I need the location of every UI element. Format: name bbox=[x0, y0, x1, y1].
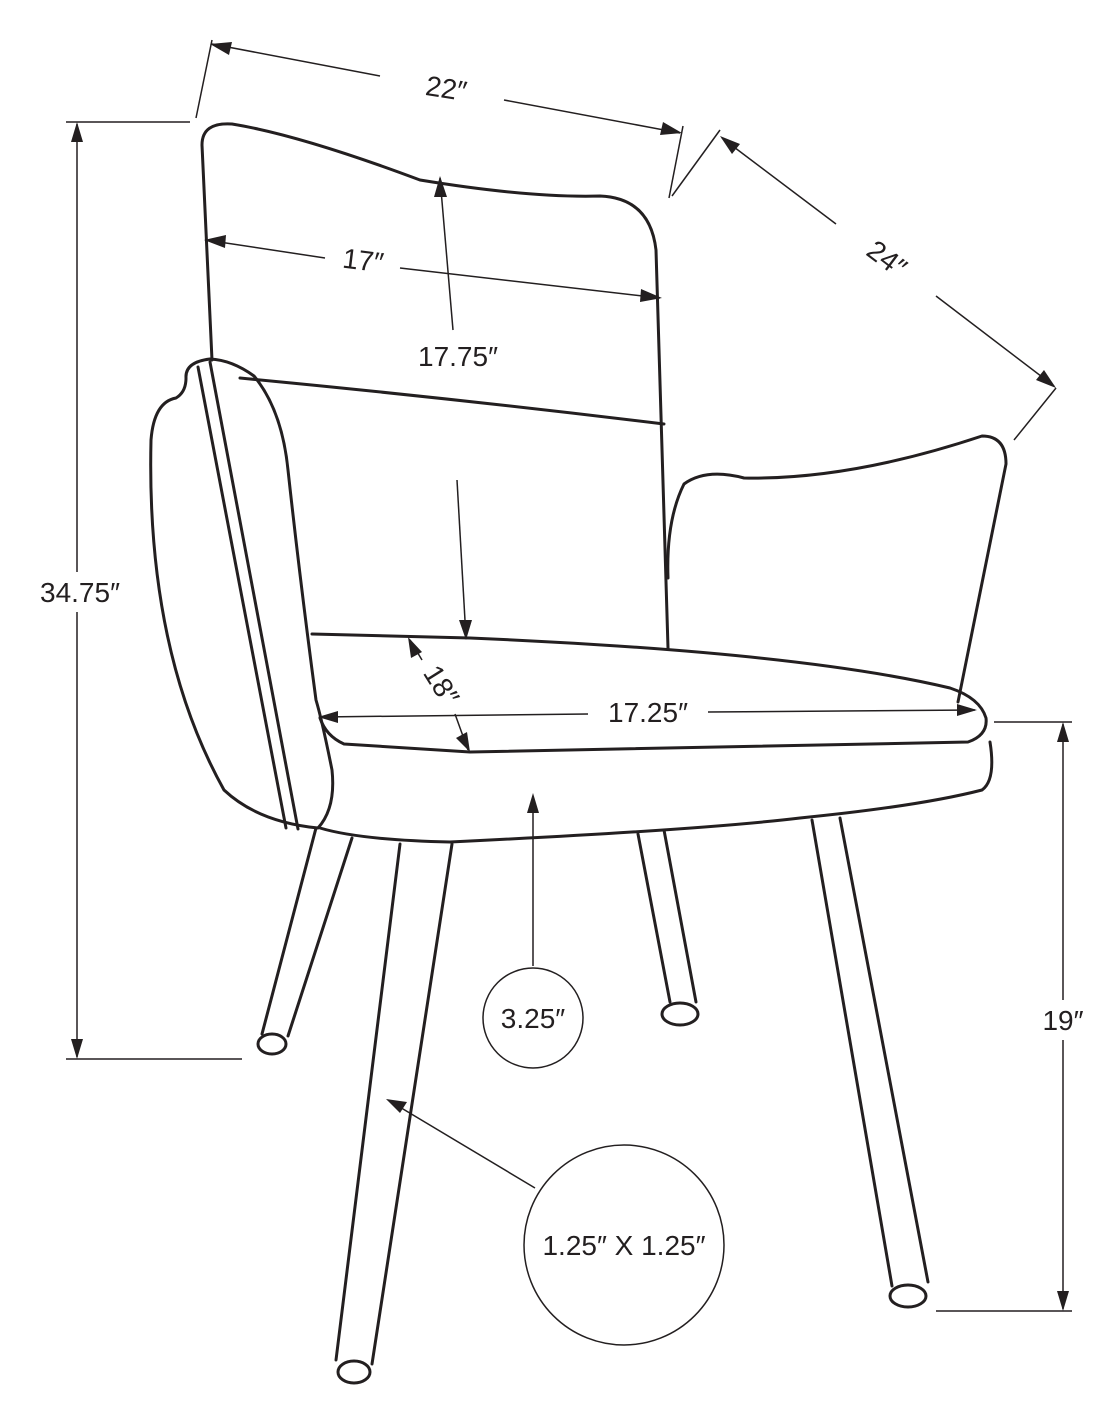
seat-depth-label: 18″ bbox=[417, 660, 465, 711]
front-right-leg-foot bbox=[888, 1283, 928, 1309]
chair-right-arm bbox=[666, 434, 1008, 704]
leg-size-label: 1.25″ X 1.25″ bbox=[542, 1230, 705, 1261]
left-arm-edge-outer bbox=[196, 365, 288, 830]
overall-width-label: 22″ bbox=[424, 70, 469, 107]
back-height-label: 17.75″ bbox=[418, 341, 498, 372]
seat-top bbox=[310, 632, 988, 754]
front-left-leg bbox=[260, 826, 354, 1038]
backrest-seam bbox=[238, 376, 666, 426]
front-center-leg-foot bbox=[336, 1359, 372, 1385]
seat-thickness-callout-circle bbox=[482, 967, 584, 1069]
front-center-leg bbox=[334, 842, 454, 1366]
seat-thickness-label: 3.25″ bbox=[501, 1003, 565, 1034]
dimension-lines bbox=[66, 39, 1072, 1346]
leg-size-callout-circle bbox=[523, 1144, 725, 1346]
front-right-leg bbox=[810, 816, 930, 1288]
back-right-leg bbox=[636, 828, 698, 1004]
front-left-leg-foot bbox=[256, 1032, 288, 1056]
seat-width-label: 17.25″ bbox=[608, 697, 688, 728]
chair-left-arm bbox=[149, 357, 335, 830]
seat-height-label: 19″ bbox=[1042, 1005, 1083, 1036]
dimension-labels: 22″ 17″ 17.75″ 24″ 34.75″ 18″ 17.25″ 3.2… bbox=[40, 70, 1084, 1261]
chair-drawing bbox=[149, 122, 1008, 1385]
back-width-label: 17″ bbox=[341, 243, 386, 279]
overall-height-label: 34.75″ bbox=[40, 577, 120, 608]
overall-depth-label: 24″ bbox=[861, 234, 913, 284]
back-right-leg-foot bbox=[660, 1001, 700, 1027]
chair-backrest bbox=[200, 122, 670, 650]
left-arm-edge-inner bbox=[208, 360, 300, 831]
seat-base bbox=[318, 740, 994, 844]
